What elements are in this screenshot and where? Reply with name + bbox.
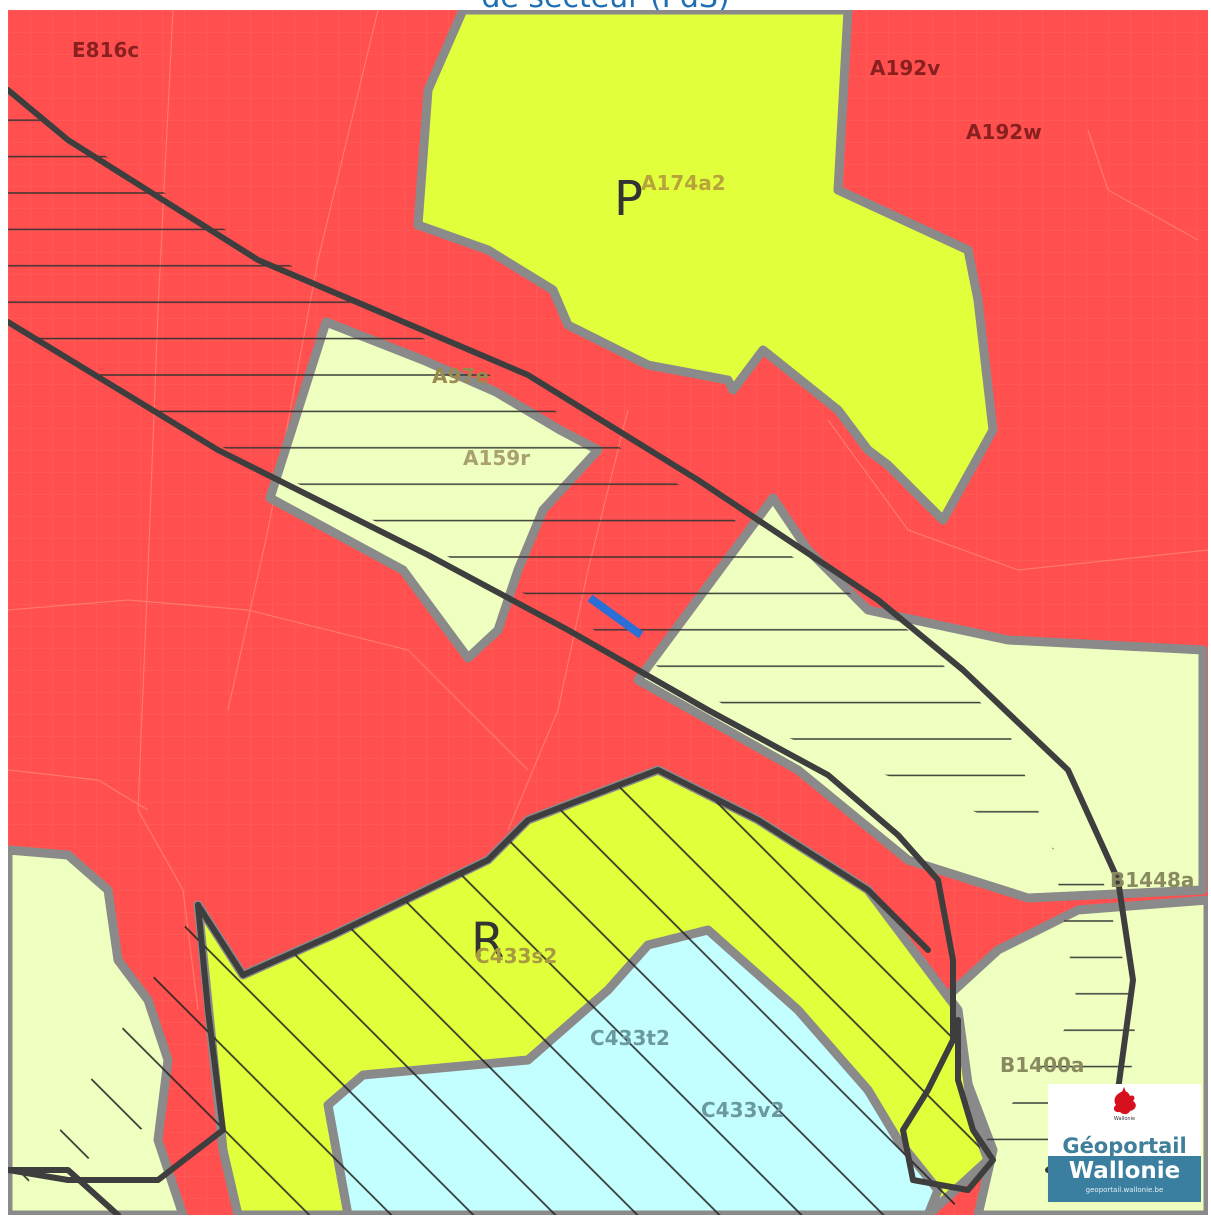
parcel-label[interactable]: A192w <box>966 120 1042 144</box>
parcel-label[interactable]: B1448a <box>1110 868 1194 892</box>
public-services-zone-p <box>413 10 998 525</box>
parcel-label[interactable]: B1400a <box>1000 1053 1084 1077</box>
zone-letter-r: R <box>471 913 504 969</box>
map-svg: P R E816c A192v A192w A174a2 A97e A159r … <box>8 10 1208 1215</box>
rooster-icon <box>1113 1087 1136 1115</box>
parcel-label[interactable]: E816c <box>72 38 139 62</box>
logo-region-text: Wallonie <box>1113 1116 1136 1122</box>
logo-name-line2: Wallonie <box>1068 1158 1181 1184</box>
page-title: de secteur (PdS) <box>0 0 1211 13</box>
logo-band: Wallonie geoportail.wallonie.be <box>1048 1156 1201 1202</box>
parcel-label[interactable]: C433t2 <box>590 1026 670 1050</box>
hatch-perimeter-horizontal <box>8 95 1138 1160</box>
hatch-perimeter-diagonal <box>8 770 983 1215</box>
parcel-label[interactable]: A174a2 <box>641 171 726 195</box>
logo-name-line1: Géoportail <box>1062 1134 1187 1158</box>
parcel-label[interactable]: A97e <box>432 364 489 388</box>
parcel-label[interactable]: C433v2 <box>701 1098 784 1122</box>
parcel-label[interactable]: A159r <box>463 446 530 470</box>
logo-url: geoportail.wallonie.be <box>1085 1186 1164 1194</box>
geoportail-logo[interactable]: Wallonie Géoportail Wallonie geoportail.… <box>1048 1084 1201 1202</box>
map-canvas[interactable]: P R E816c A192v A192w A174a2 A97e A159r … <box>8 10 1208 1215</box>
selected-parcel-marker[interactable] <box>587 594 644 639</box>
zone-letter-p: P <box>614 171 643 227</box>
parcel-label[interactable]: A192v <box>870 56 940 80</box>
parcel-label[interactable]: C433s2 <box>475 944 557 968</box>
